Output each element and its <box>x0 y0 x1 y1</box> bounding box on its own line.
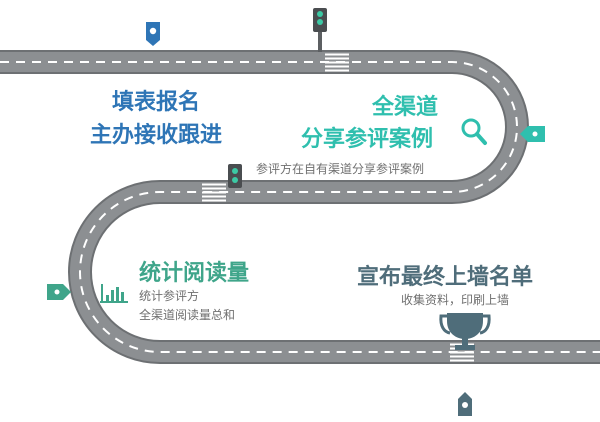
map-pin-icon <box>146 22 160 46</box>
bar-chart-icon <box>100 284 128 303</box>
stage2-subtitle: 参评方在自有渠道分享参评案例 <box>256 162 425 176</box>
trophy-icon <box>439 313 491 350</box>
stage3-subtitle-line1: 统计参评方 <box>139 289 200 303</box>
stage4-subtitle: 收集资料，印刷上墙 <box>401 293 510 307</box>
stage3-title: 统计阅读量 <box>139 261 250 286</box>
road-lane-marking <box>0 61 600 353</box>
tag-icon <box>47 284 71 300</box>
tag-icon <box>520 126 545 142</box>
stage4-title: 宣布最终上墙名单 <box>357 265 534 290</box>
crosswalk-middle <box>202 183 226 202</box>
stage2-title-line1: 全渠道 <box>372 95 439 120</box>
search-icon <box>461 118 487 145</box>
stage3-subtitle-line2: 全渠道阅读量总和 <box>139 308 236 322</box>
stage1-title-line2: 主办接收跟进 <box>90 123 223 148</box>
stage2-title-line2: 分享参评案例 <box>301 127 434 152</box>
map-pin-icon <box>458 392 472 416</box>
road <box>0 52 600 362</box>
crosswalk-top <box>325 53 349 72</box>
traffic-light-icon <box>313 8 327 52</box>
stage1-title-line1: 填表报名 <box>112 90 201 115</box>
traffic-light-icon <box>228 164 242 188</box>
